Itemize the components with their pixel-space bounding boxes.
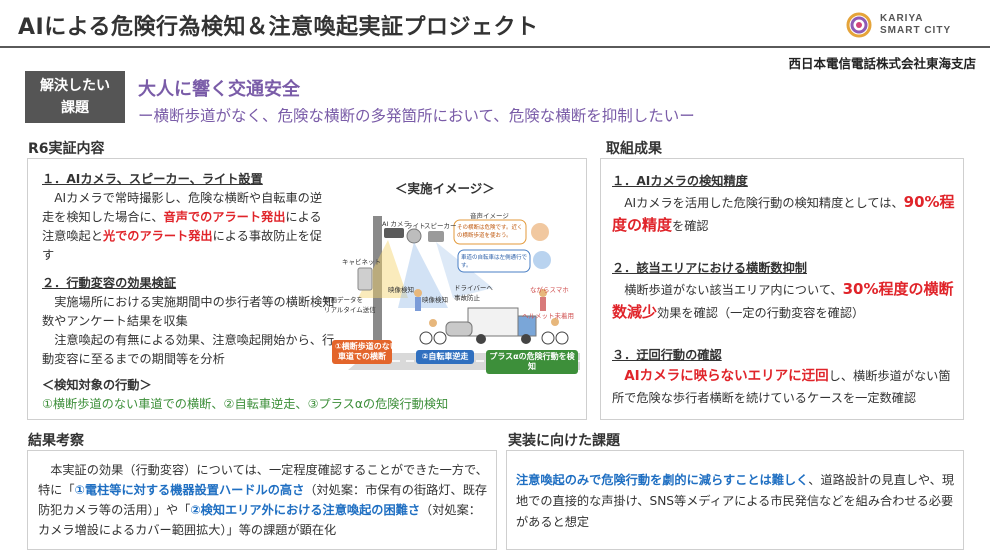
r6-item1-title: １．AIカメラ、スピーカー、ライト設置 <box>42 172 263 186</box>
consideration-issue-1: ①電柱等に対する機器設置ハードルの高さ <box>74 483 305 497</box>
issue-badge: 解決したい 課題 <box>25 71 125 123</box>
result-2-text-a: 横断歩道がない該当エリア内について、 <box>624 283 843 297</box>
r6-item1-text-e: による事故防止を促す <box>42 229 322 262</box>
page-title: AIによる危険行為検知＆注意喚起実証プロジェクト <box>18 15 539 40</box>
result-3-title: ３．迂回行動の確認 <box>612 348 722 362</box>
helmet-label: ヘルメット未着用 <box>522 312 574 320</box>
voice-image-label: 音声イメージ <box>470 212 509 220</box>
kariya-logo: KARIYA SMART CITY <box>846 10 976 40</box>
result-3: ３．迂回行動の確認 AIカメラに映らないエリアに迂回し、横断歩道がない箇所で危険… <box>612 346 957 409</box>
target-title: ＜検知対象の行動＞ <box>42 378 152 392</box>
issue-subtitle: ー横断歩道がなく、危険な横断の多発箇所において、危険な横断を抑制したいー <box>138 107 695 125</box>
issue-title: 大人に響く交通安全 <box>138 79 300 100</box>
detect-label-a: 映像検知 <box>388 286 414 294</box>
illus-title: ＜実施イメージ＞ <box>395 181 495 196</box>
r6-heading: R6実証内容 <box>28 141 105 157</box>
consideration-text: 本実証の効果（行動変容）については、一定程度確認することができた一方で、特に「①… <box>38 460 490 540</box>
r6-item1-text-a: AIカメラで常時撮影し、危険な横断や自転車の逆走を検知した場合に、 <box>42 191 323 224</box>
logo-line2: SMART CITY <box>880 25 952 36</box>
implementation-illustration: AI カメラ ライト スピーカー 音声イメージ その横断は危険です。近くの横断歩… <box>318 198 580 374</box>
challenges-emphasis: 注意喚起のみで危険行動を劇的に減らすことは難しく <box>516 473 809 487</box>
challenges-heading: 実装に向けた課題 <box>508 433 620 449</box>
kariya-logo-icon <box>846 12 872 38</box>
challenges-text: 注意喚起のみで危険行動を劇的に減らすことは難しく、道路設計の見直しや、現地での直… <box>516 470 956 533</box>
r6-item2-text-a: 実施場所における実施期間中の歩行者等の横断検知数やアンケート結果を収集 <box>42 295 335 328</box>
result-3-detour: AIカメラに映らないエリアに迂回 <box>624 368 829 384</box>
voice-message-2: 車道の自転車は左側通行です。 <box>461 255 528 269</box>
r6-item1: １．AIカメラ、スピーカー、ライト設置 AIカメラで常時撮影し、危険な横断や自転… <box>42 170 332 265</box>
results-panel <box>600 158 964 420</box>
consideration-text-c: （対処案：市保有の街路灯、既存防犯カメラ等の活用）」や「 <box>38 483 488 517</box>
company-name: 西日本電信電話株式会社東海支店 <box>788 56 976 71</box>
scene-svg <box>348 216 580 370</box>
voice-message-1: その横断は危険です。近くの横断歩道を使おう。 <box>457 225 523 239</box>
target-list: ①横断歩道のない車道での横断、②自転車逆走、③プラスαの危険行動検知 <box>42 397 449 411</box>
r6-item2: ２．行動変容の効果検証 実施場所における実施期間中の歩行者等の横断検知数やアンケ… <box>42 274 337 369</box>
result-1-title: １．AIカメラの検知精度 <box>612 174 748 188</box>
r6-item1-audio-alert: 音声でのアラート発出 <box>163 210 286 224</box>
speaker-label: スピーカー <box>424 222 457 230</box>
detect-label-b: 映像検知 <box>422 296 448 304</box>
r6-item2-text-b: 注意喚起の有無による効果、注意喚起開始から、行動変容に至るまでの期間等を分析 <box>42 333 335 366</box>
tag-plus-alpha: プラスαの危険行動を検知 <box>486 350 578 374</box>
consideration-heading: 結果考察 <box>28 433 84 449</box>
video-data-label: 動画データを リアルタイム送信 <box>324 296 376 314</box>
consideration-text-e: （対処案：カメラ増設によるカバー範囲拡大）」等の課題が顕在化 <box>38 503 481 537</box>
r6-panel <box>27 158 587 420</box>
driver-label: ドライバーへ 事故防止 <box>454 284 493 302</box>
tag-crossing: ①横断歩道のない 車道での横断 <box>332 340 398 364</box>
challenges-panel <box>506 450 964 550</box>
title-divider <box>0 46 990 48</box>
r6-item2-title: ２．行動変容の効果検証 <box>42 276 177 290</box>
smartphone-label: ながらスマホ <box>530 286 569 294</box>
challenges-text-b: 、道路設計の見直しや、現地での直接的な声掛け、SNS等メディアによる市民発信など… <box>516 473 955 529</box>
issue-badge-line1: 解決したい <box>40 78 110 94</box>
logo-line1: KARIYA <box>880 13 924 24</box>
consideration-panel <box>27 450 497 550</box>
result-3-text-c: し、横断歩道がない箇所で危険な歩行者横断を続けているケースを一定数確認 <box>612 369 951 405</box>
cabinet-label: キャビネット <box>342 258 381 266</box>
result-2-reduction: 30%程度の横断数減少 <box>612 280 954 321</box>
issue-badge-line2: 課題 <box>61 100 89 116</box>
consideration-text-a: 本実証の効果（行動変容）については、一定程度確認することができた一方で、特に「 <box>38 463 488 497</box>
result-2-text-c: 効果を確認（一定の行動変容を確認） <box>657 306 865 320</box>
result-2-title: ２．該当エリアにおける横断数抑制 <box>612 261 807 275</box>
light-label: ライト <box>406 222 426 230</box>
results-heading: 取組成果 <box>606 141 662 157</box>
result-1: １．AIカメラの検知精度 AIカメラを活用した危険行動の検知精度としては、90%… <box>612 172 957 237</box>
result-1-text-c: を確認 <box>672 219 709 233</box>
ai-camera-label: AI カメラ <box>382 220 410 228</box>
r6-item1-text-c: による注意喚起と <box>42 210 322 243</box>
tag-bicycle: ②自転車逆走 <box>416 350 474 364</box>
result-1-accuracy: 90%程度の精度 <box>612 193 955 234</box>
r6-item1-light-alert: 光でのアラート発出 <box>102 229 213 243</box>
result-1-text-a: AIカメラを活用した危険行動の検知精度としては、 <box>624 196 904 210</box>
consideration-issue-2: ②検知エリア外における注意喚起の困難さ <box>190 503 421 517</box>
camera-icon <box>384 228 404 238</box>
result-2: ２．該当エリアにおける横断数抑制 横断歩道がない該当エリア内について、30%程度… <box>612 259 957 324</box>
